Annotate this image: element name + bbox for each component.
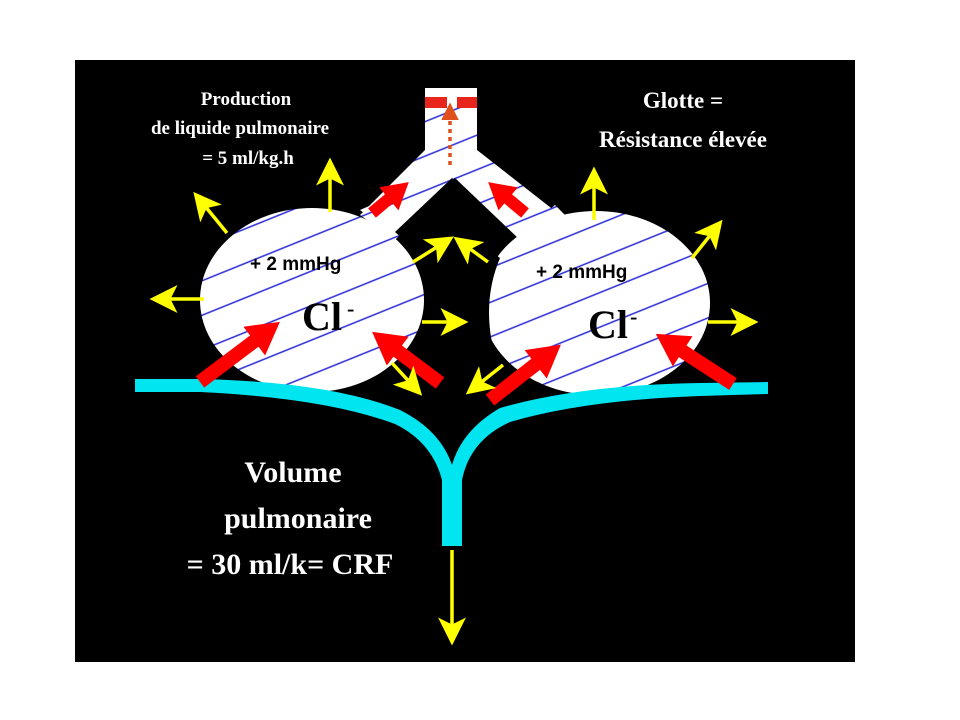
chloride-arrows: [195, 182, 737, 406]
fluid-arrow-between-upper-left: [412, 236, 454, 264]
fluid-arrow-right-lower-left: [465, 363, 505, 395]
glottis-label: Glotte = Résistance élevée: [599, 88, 767, 152]
volume-line3: = 30 ml/k= CRF: [187, 548, 394, 581]
fluid-arrows: [149, 157, 759, 646]
glottis-line2: Résistance élevée: [599, 127, 767, 152]
chloride-arrow-left-lower-left: [195, 321, 280, 388]
volume-line1: Volume: [244, 456, 341, 489]
fluid-arrow-left-upper-left: [193, 191, 229, 235]
fluid-arrow-right-upper-right: [690, 219, 723, 260]
chloride-arrow-left-bronchus-up: [368, 182, 409, 218]
production-line1: Production: [201, 89, 292, 110]
left-pressure-label: + 2 mmHg: [250, 254, 341, 275]
right-alveolus-labels: + 2 mmHg Cl -: [536, 262, 637, 347]
glottis: [425, 97, 477, 165]
chloride-arrow-right-lower-left: [485, 344, 561, 406]
left-alveolus-labels: + 2 mmHg Cl -: [250, 254, 354, 339]
production-line2: de liquide pulmonaire: [151, 118, 329, 139]
glottis-bar-right: [457, 97, 477, 108]
volume-label: Volume pulmonaire = 30 ml/k= CRF: [187, 456, 394, 581]
fluid-arrow-between-upper-right: [453, 236, 490, 265]
right-chloride-charge: -: [630, 304, 637, 329]
production-line3: = 5 ml/kg.h: [202, 148, 294, 169]
fluid-arrow-left-lower-right: [390, 361, 423, 396]
capillary-vessel: [135, 379, 768, 546]
chloride-arrow-right-lower-right: [655, 333, 737, 390]
glottis-line1: Glotte =: [643, 88, 723, 113]
volume-line2: pulmonaire: [224, 502, 372, 535]
glottis-bar-left: [425, 97, 447, 108]
right-chloride-label: Cl: [588, 302, 628, 347]
left-chloride-label: Cl: [302, 294, 342, 339]
production-label: Production de liquide pulmonaire = 5 ml/…: [151, 89, 329, 169]
left-chloride-charge: -: [347, 296, 354, 321]
right-pressure-label: + 2 mmHg: [536, 262, 627, 283]
chloride-arrow-right-bronchus-up: [488, 182, 529, 218]
